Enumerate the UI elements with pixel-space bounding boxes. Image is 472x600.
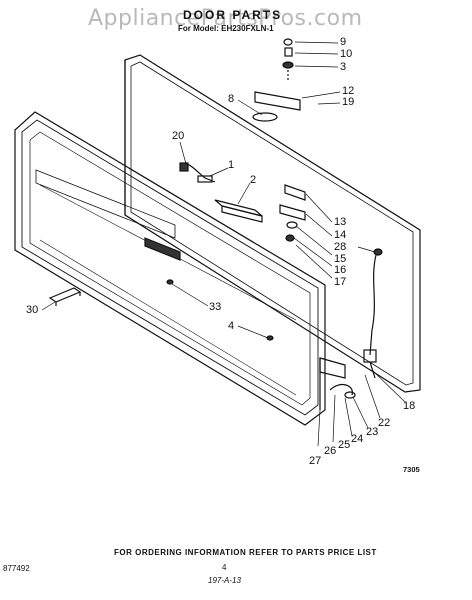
callout-27: 27 (309, 455, 322, 467)
lower-hinge-parts (279, 184, 306, 242)
handle-clip-part (48, 287, 82, 306)
leader-lines (41, 41, 406, 447)
drawing-number: 7305 (403, 465, 420, 474)
screws (166, 279, 274, 341)
switch-assembly (179, 162, 216, 183)
ordering-instruction: FOR ORDERING INFORMATION REFER TO PARTS … (114, 548, 377, 557)
callout-26: 26 (324, 445, 337, 457)
callout-1: 1 (228, 159, 235, 171)
part-28-cord (363, 248, 383, 379)
callout-8: 8 (228, 93, 235, 105)
bottom-hinge-assembly (319, 357, 356, 410)
door-liner-frame (124, 54, 421, 393)
callout-14: 14 (334, 229, 347, 241)
callout-17: 17 (334, 276, 347, 288)
callout-19: 19 (342, 96, 355, 108)
latch-bracket (144, 237, 181, 261)
callout-24: 24 (351, 433, 364, 445)
callout-20: 20 (172, 130, 185, 142)
form-code: 197-A-13 (208, 576, 241, 585)
callout-18: 18 (403, 400, 416, 412)
callout-13: 13 (334, 216, 347, 228)
callout-16: 16 (334, 264, 347, 276)
top-hinge-bracket (252, 91, 301, 122)
page-number: 4 (222, 563, 227, 572)
callout-22: 22 (378, 417, 391, 429)
catalog-code: 877492 (3, 564, 30, 573)
callout-28: 28 (334, 241, 347, 253)
callout-25: 25 (338, 439, 351, 451)
diagram-title: DOOR PARTS (183, 8, 283, 22)
callout-4: 4 (228, 320, 235, 332)
callout-3: 3 (340, 61, 347, 73)
callout-2: 2 (250, 174, 257, 186)
callout-23: 23 (366, 426, 379, 438)
part-2-bracket (214, 199, 263, 223)
callout-10: 10 (340, 48, 353, 60)
hinge-stack (282, 38, 294, 82)
model-label: For Model: EH230FXLN-1 (178, 24, 274, 33)
callout-12: 12 (342, 85, 355, 97)
door-outer-panel (14, 111, 326, 426)
callout-33: 33 (209, 301, 222, 313)
callout-15: 15 (334, 253, 347, 265)
watermark: AppliancePartsPros.com (88, 6, 363, 31)
callout-9: 9 (340, 36, 347, 48)
callout-30: 30 (26, 304, 39, 316)
